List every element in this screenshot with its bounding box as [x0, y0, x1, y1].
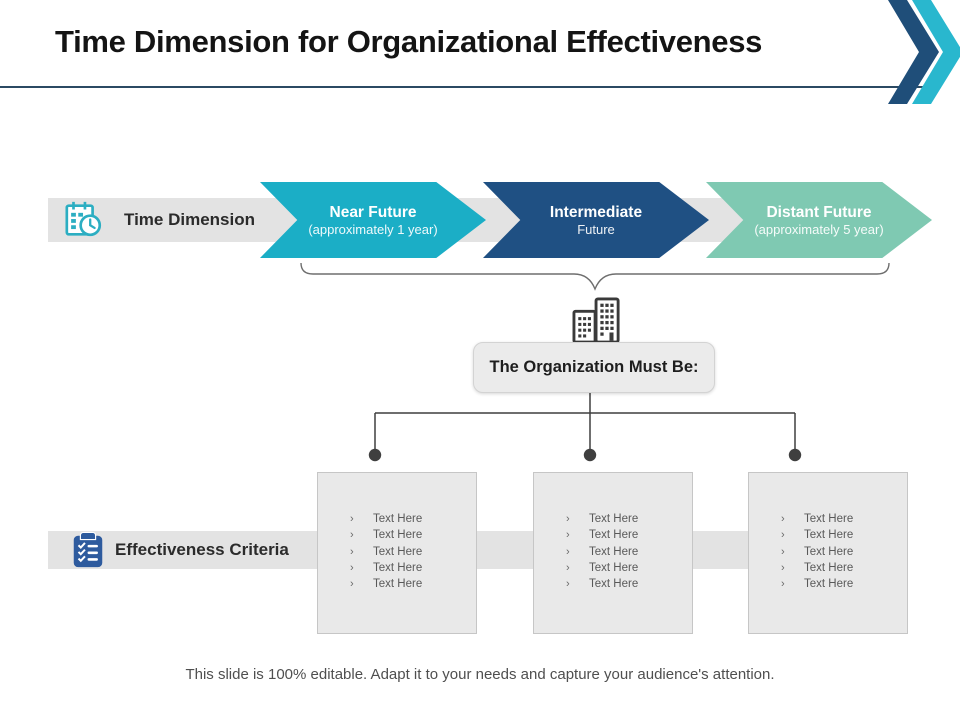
- list-item: › Text Here: [534, 511, 692, 527]
- list-item-text: Text Here: [804, 561, 854, 574]
- chevron-bullet-icon: ›: [350, 545, 354, 558]
- double-chevron-right-icon: [888, 0, 960, 104]
- chevron-bullet-icon: ›: [781, 545, 785, 558]
- time-dimension-label: Time Dimension: [124, 210, 255, 229]
- list-item-text: Text Here: [373, 545, 423, 558]
- chevron-bullet-icon: ›: [566, 578, 570, 591]
- list-item-text: Text Here: [373, 561, 423, 574]
- stage-arrow-3: Distant Future (approximately 5 year): [706, 182, 932, 258]
- footer-note: This slide is 100% editable. Adapt it to…: [185, 666, 775, 683]
- chevron-bullet-icon: ›: [350, 529, 354, 542]
- list-item: › Text Here: [318, 527, 476, 543]
- chevron-bullet-icon: ›: [781, 578, 785, 591]
- criteria-box-3: › Text Here › Text Here › Text Here › Text H…: [748, 472, 908, 634]
- chevron-bullet-icon: ›: [781, 513, 785, 525]
- chevron-bullet-icon: ›: [350, 513, 354, 525]
- list-item-text: Text Here: [589, 513, 639, 525]
- chevron-bullet-icon: ›: [350, 561, 354, 574]
- list-item-text: Text Here: [589, 529, 639, 542]
- list-item-text: Text Here: [373, 529, 423, 542]
- tree-connector: [374, 393, 796, 450]
- organization-box: The Organization Must Be:: [473, 342, 715, 393]
- chevron-bullet-icon: ›: [350, 578, 354, 591]
- stage-subtitle: (approximately 5 year): [754, 221, 884, 237]
- chevron-bullet-icon: ›: [566, 545, 570, 558]
- list-item-text: Text Here: [804, 513, 854, 525]
- page-title: Time Dimension for Organizational Effect…: [55, 24, 763, 59]
- list-item-text: Text Here: [589, 578, 639, 591]
- chevron-bullet-icon: ›: [781, 561, 785, 574]
- building-icon: [572, 297, 620, 344]
- stage-subtitle: Future: [577, 221, 615, 237]
- title-underline: [0, 86, 941, 88]
- stage-subtitle: (approximately 1 year): [308, 221, 438, 237]
- list-item-text: Text Here: [373, 578, 423, 591]
- stage-title: Distant Future: [766, 203, 872, 221]
- stage-title: Near Future: [329, 203, 417, 221]
- list-item-text: Text Here: [804, 529, 854, 542]
- chevron-bullet-icon: ›: [566, 529, 570, 542]
- stage-arrow-1: Near Future (approximately 1 year): [260, 182, 486, 258]
- list-item: › Text Here: [749, 544, 907, 560]
- list-item-text: Text Here: [804, 578, 854, 591]
- criteria-box-1: › Text Here › Text Here › Text Here › Text H…: [317, 472, 477, 634]
- list-item-text: Text Here: [589, 561, 639, 574]
- clipboard-checklist-icon: [73, 531, 103, 568]
- list-item-text: Text Here: [373, 513, 423, 525]
- chevron-bullet-icon: ›: [781, 529, 785, 542]
- list-item: › Text Here: [749, 511, 907, 527]
- chevron-bullet-icon: ›: [566, 561, 570, 574]
- calendar-clock-icon: [65, 201, 102, 237]
- chevron-bullet-icon: ›: [566, 513, 570, 525]
- list-item: › Text Here: [318, 576, 476, 592]
- criteria-box-2: › Text Here › Text Here › Text Here › Text H…: [533, 472, 693, 634]
- list-item: › Text Here: [534, 544, 692, 560]
- brace: [300, 262, 890, 291]
- list-item: › Text Here: [749, 576, 907, 592]
- stage-title: Intermediate: [549, 203, 643, 221]
- list-item: › Text Here: [534, 527, 692, 543]
- list-item-text: Text Here: [804, 545, 854, 558]
- list-item-text: Text Here: [589, 545, 639, 558]
- list-item: › Text Here: [318, 511, 476, 527]
- list-item: › Text Here: [749, 527, 907, 543]
- list-item: › Text Here: [534, 576, 692, 592]
- stage-arrow-2: Intermediate Future: [483, 182, 709, 258]
- connector-dots: [368, 448, 802, 462]
- list-item: › Text Here: [749, 560, 907, 576]
- list-item: › Text Here: [534, 560, 692, 576]
- list-item: › Text Here: [318, 560, 476, 576]
- list-item: › Text Here: [318, 544, 476, 560]
- effectiveness-criteria-label: Effectiveness Criteria: [115, 540, 289, 559]
